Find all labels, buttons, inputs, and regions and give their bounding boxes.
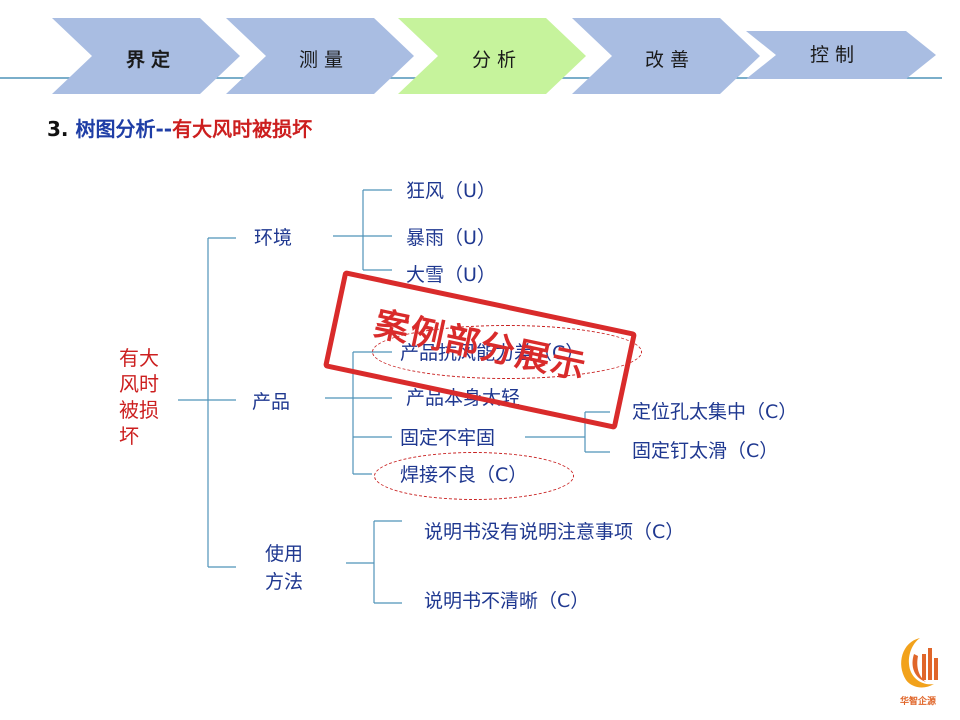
nav-step-shape[interactable] xyxy=(398,18,586,94)
usage-item-no-precautions: 说明书没有说明注意事项（C） xyxy=(424,521,685,543)
section-title-blue: 树图分析 xyxy=(75,117,156,141)
section-number: 3. xyxy=(47,117,69,141)
highlight-ellipse-wind-resistance xyxy=(372,325,642,379)
env-item-rainstorm: 暴雨（U） xyxy=(406,227,496,249)
company-logo: 华智企源 xyxy=(892,632,944,712)
tree-root: 有大风时被损坏 xyxy=(119,346,159,448)
nav-step-analyze[interactable]: 分析 xyxy=(472,49,523,71)
nav-step-shape[interactable] xyxy=(52,18,240,94)
process-nav xyxy=(0,18,942,94)
section-title-red: 有大风时被损坏 xyxy=(172,117,313,141)
nav-step-shape[interactable] xyxy=(746,31,936,79)
nav-step-shape[interactable] xyxy=(572,18,760,94)
usage-item-unclear-manual: 说明书不清晰（C） xyxy=(424,590,590,612)
nav-step-shape[interactable] xyxy=(226,18,414,94)
env-item-heavy-snow: 大雪（U） xyxy=(406,264,496,286)
nav-step-define[interactable]: 界定 xyxy=(126,49,177,71)
nav-step-measure[interactable]: 测量 xyxy=(299,49,350,71)
logo-mark-icon xyxy=(901,638,938,688)
env-item-strong-wind: 狂风（U） xyxy=(406,180,496,202)
branch-product: 产品 xyxy=(252,391,291,413)
branch-usage: 使用方法 xyxy=(265,543,304,593)
product-sub-holes-concentrated: 定位孔太集中（C） xyxy=(632,401,798,423)
product-sub-nail-slippery: 固定钉太滑（C） xyxy=(632,440,779,462)
nav-step-control[interactable]: 控制 xyxy=(810,44,861,66)
highlight-ellipse-poor-weld xyxy=(374,452,574,500)
nav-step-improve[interactable]: 改善 xyxy=(645,49,696,71)
section-title: 3. 树图分析--有大风时被损坏 xyxy=(47,113,312,142)
product-item-too-light: 产品本身太轻 xyxy=(406,387,521,409)
logo-text: 华智企源 xyxy=(899,697,936,707)
product-item-not-secure: 固定不牢固 xyxy=(400,427,496,449)
section-title-separator: -- xyxy=(155,117,173,141)
branch-environment: 环境 xyxy=(254,227,293,249)
